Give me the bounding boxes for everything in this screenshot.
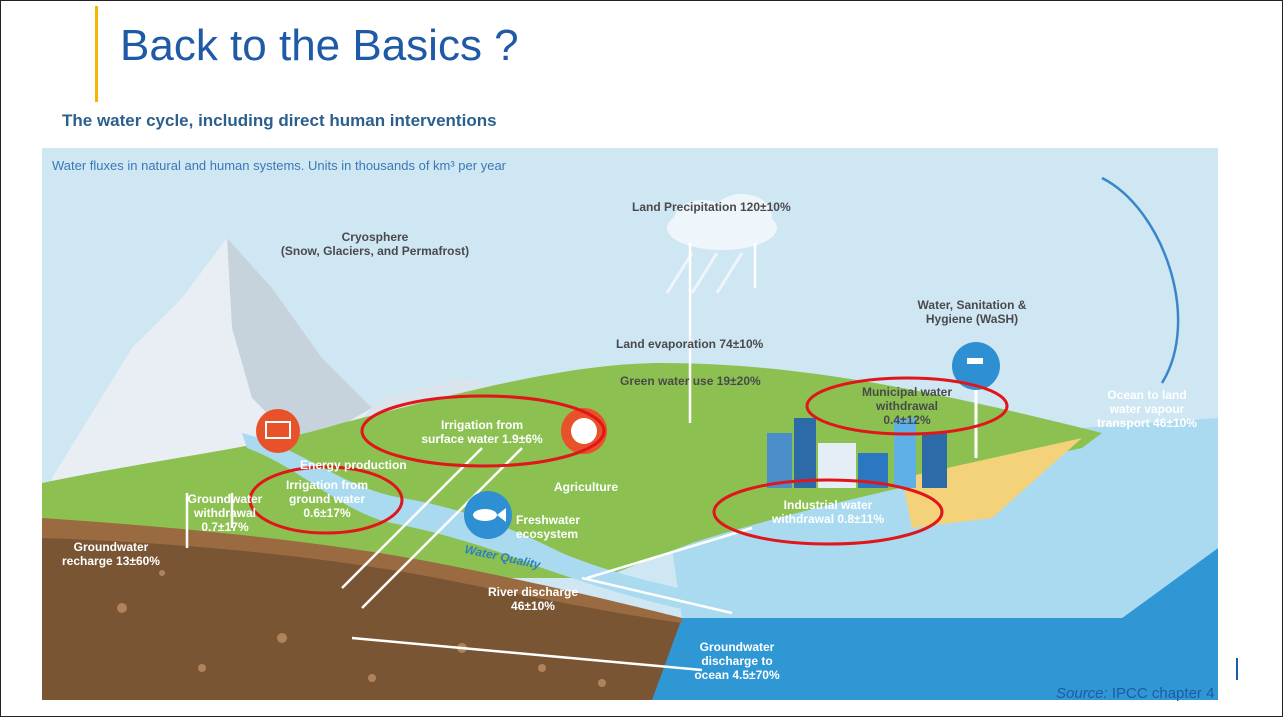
label-gw-discharge-line2: discharge to	[701, 654, 773, 668]
label-gw-withdrawal-line2: withdrawal	[193, 506, 256, 520]
label-energy-production: Energy production	[300, 458, 407, 472]
label-municipal-withdrawal: Municipal water withdrawal 0.4±12%	[847, 385, 967, 427]
label-wash-line2: Hygiene (WaSH)	[925, 312, 1019, 326]
label-freshwater-line2: ecosystem	[516, 527, 579, 541]
diagram-caption: Water fluxes in natural and human system…	[52, 158, 506, 173]
label-irrigation-surface: Irrigation from surface water 1.9±6%	[402, 418, 562, 446]
label-irr-gw-line3: 0.6±17%	[303, 506, 351, 520]
label-industrial-withdrawal: Industrial water withdrawal 0.8±11%	[767, 498, 889, 526]
label-wash: Water, Sanitation & Hygiene (WaSH)	[907, 298, 1037, 326]
figure-subtitle: The water cycle, including direct human …	[62, 111, 497, 130]
label-gw-recharge-line1: Groundwater	[73, 540, 149, 554]
label-irrigation-groundwater: Irrigation from ground water 0.6±17%	[282, 478, 372, 520]
label-ocean-transport: Ocean to land water vapour transport 46±…	[1082, 388, 1212, 430]
label-muni-line1: Municipal water	[861, 385, 953, 399]
label-muni-line3: 0.4±12%	[883, 413, 931, 427]
label-freshwater-line1: Freshwater	[516, 513, 581, 527]
label-ocean-line1: Ocean to land	[1107, 388, 1187, 402]
slide-number-marker	[1236, 658, 1238, 680]
label-ocean-line3: transport 46±10%	[1097, 416, 1197, 430]
highlight-ellipses	[248, 376, 1009, 546]
label-groundwater-discharge: Groundwater discharge to ocean 4.5±70%	[682, 640, 792, 682]
label-gw-recharge-line2: recharge 13±60%	[62, 554, 160, 568]
soil	[42, 528, 682, 700]
cloud-icon	[665, 194, 777, 294]
label-river-discharge: River discharge 46±10%	[478, 585, 588, 613]
flux-arrows	[185, 176, 1180, 672]
fish-icon	[464, 491, 512, 539]
beach	[902, 438, 1082, 528]
label-cryosphere-line1: Cryosphere	[341, 230, 409, 244]
water-tap-icon	[952, 342, 1000, 458]
hydropower-icon	[256, 409, 300, 453]
label-industrial-line1: Industrial water	[783, 498, 873, 512]
land	[42, 363, 1102, 578]
label-freshwater-ecosystem: Freshwater ecosystem	[516, 513, 580, 541]
label-irr-gw-line2: ground water	[288, 492, 365, 506]
label-gw-discharge-line1: Groundwater	[699, 640, 775, 654]
title-accent-bar	[95, 6, 98, 102]
diagram-illustration	[42, 148, 1218, 700]
label-gw-withdrawal-line3: 0.7±17%	[201, 520, 249, 534]
water-cycle-diagram: Water fluxes in natural and human system…	[42, 148, 1218, 700]
label-agriculture: Agriculture	[554, 480, 619, 494]
farm-icon	[561, 408, 607, 454]
label-green-water-use: Green water use 19±20%	[620, 374, 761, 388]
label-gw-withdrawal-line1: Groundwater	[187, 492, 263, 506]
label-groundwater-recharge: Groundwater recharge 13±60%	[56, 540, 166, 568]
label-land-evaporation: Land evaporation 74±10%	[616, 337, 764, 351]
label-muni-line2: withdrawal	[875, 399, 938, 413]
source-text: IPCC chapter 4	[1107, 685, 1215, 702]
slide-title: Back to the Basics ?	[120, 21, 519, 70]
source-prefix: Source:	[1056, 685, 1108, 702]
label-river-line2: 46±10%	[511, 599, 555, 613]
mountain-shadow	[227, 238, 372, 448]
label-groundwater-withdrawal: Groundwater withdrawal 0.7±17%	[180, 492, 270, 534]
label-industrial-line2: withdrawal 0.8±11%	[772, 512, 884, 526]
source-citation: Source: IPCC chapter 4	[1056, 685, 1214, 702]
label-irr-surf-line2: surface water 1.9±6%	[421, 432, 543, 446]
label-cryosphere: Cryosphere (Snow, Glaciers, and Permafro…	[280, 230, 470, 258]
label-cryosphere-line2: (Snow, Glaciers, and Permafrost)	[280, 244, 470, 258]
label-wash-line1: Water, Sanitation &	[917, 298, 1027, 312]
soil-top	[42, 518, 682, 623]
label-ocean-line2: water vapour	[1109, 402, 1185, 416]
label-gw-discharge-line3: ocean 4.5±70%	[694, 668, 780, 682]
label-land-precipitation: Land Precipitation 120±10%	[632, 200, 791, 214]
ocean-front	[652, 548, 1218, 700]
label-irr-surf-line1: Irrigation from	[440, 418, 523, 432]
label-river-line1: River discharge	[487, 585, 579, 599]
label-irr-gw-line1: Irrigation from	[285, 478, 368, 492]
